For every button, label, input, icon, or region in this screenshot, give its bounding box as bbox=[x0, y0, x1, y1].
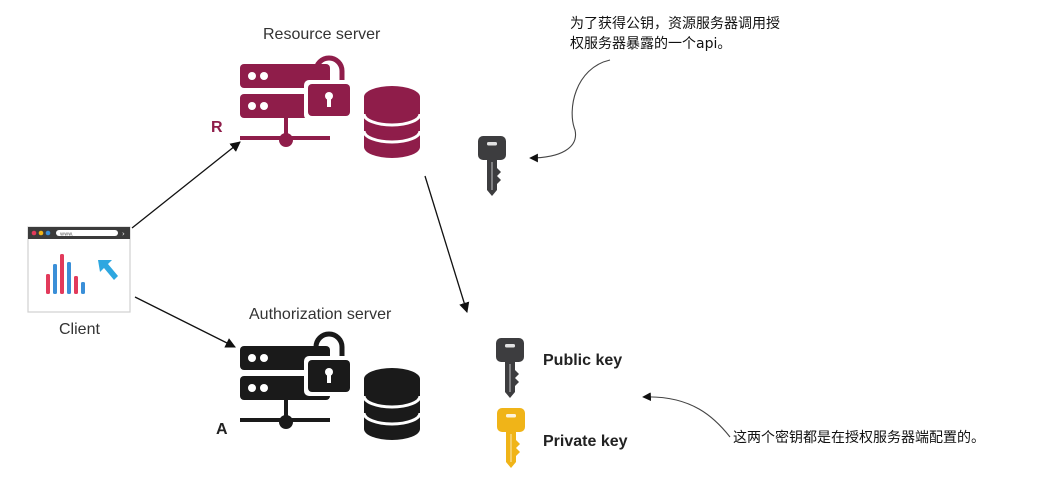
client-label: Client bbox=[59, 321, 100, 338]
arrow-client-to-resource bbox=[131, 141, 241, 229]
client-chart-bar bbox=[53, 264, 57, 294]
svg-text:›: › bbox=[122, 230, 125, 238]
arrow-resource-to-keys bbox=[424, 175, 470, 313]
client-chart-bar bbox=[67, 262, 71, 294]
top-note: 为了获得公钥，资源服务器调用授权服务器暴露的一个api。 bbox=[570, 16, 780, 52]
resource-server-letter: R bbox=[211, 119, 223, 136]
private-key-label: Private key bbox=[543, 433, 628, 450]
client-chart-bar bbox=[81, 282, 85, 294]
bottom-note: 这两个密钥都是在授权服务器端配置的。 bbox=[733, 430, 985, 446]
client-browser-icon: www. › bbox=[27, 226, 131, 313]
authorization-server-icon bbox=[240, 331, 354, 429]
resource-server-title: Resource server bbox=[263, 26, 381, 43]
public-key-label: Public key bbox=[543, 352, 623, 369]
client-chart-bar bbox=[46, 274, 50, 294]
resource-database-icon bbox=[362, 86, 422, 158]
authorization-database-icon bbox=[362, 368, 422, 440]
client-cursor-icon bbox=[98, 260, 118, 280]
client-url-text: www. bbox=[60, 231, 74, 237]
client-chart-bar bbox=[60, 254, 64, 294]
authorization-server-title: Authorization server bbox=[249, 306, 392, 323]
client-chart-bar bbox=[74, 276, 78, 294]
arrow-client-to-auth bbox=[134, 296, 236, 348]
client-chart bbox=[46, 254, 85, 294]
authorization-server-letter: A bbox=[216, 421, 228, 438]
public-key-icon bbox=[496, 338, 524, 398]
resource-server-icon bbox=[240, 55, 354, 147]
api-public-key-icon bbox=[478, 136, 506, 196]
arrow-note-to-api-key bbox=[529, 59, 611, 163]
private-key-icon bbox=[497, 408, 525, 468]
arrow-note-to-keys bbox=[642, 392, 731, 438]
